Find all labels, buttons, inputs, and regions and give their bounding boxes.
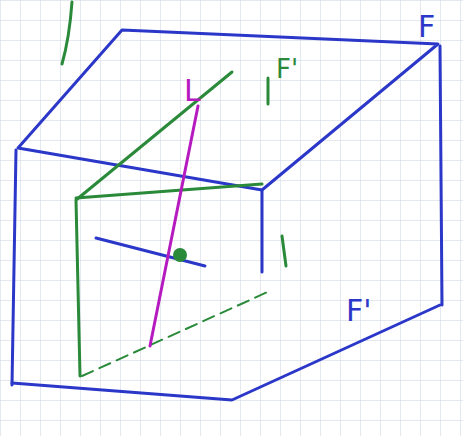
face-label: F <box>418 12 435 42</box>
cube-outline <box>12 30 442 400</box>
normal-segment <box>96 238 205 266</box>
line-l <box>150 106 198 346</box>
plane-outline <box>62 2 286 376</box>
face-label: F' <box>276 56 298 82</box>
face-label: L <box>184 76 201 106</box>
face-label: F' <box>346 296 372 326</box>
intersection-dot <box>173 248 187 262</box>
